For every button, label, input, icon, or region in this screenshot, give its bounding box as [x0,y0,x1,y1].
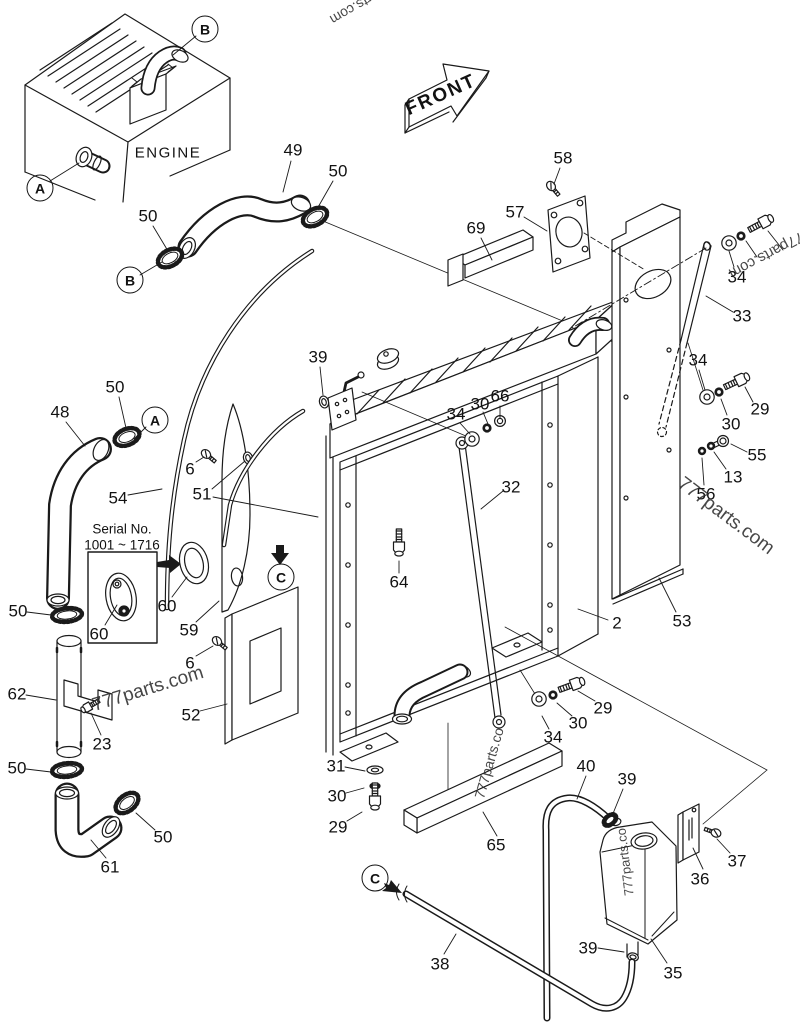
panel-52 [225,587,298,744]
bottom-section [382,627,767,1018]
hose-49-assembly [155,194,625,347]
radiator-assembly [317,300,666,811]
clamp-50-pipe62-bottom [51,762,82,779]
strap-33 [681,242,711,343]
filler-cap [375,346,400,372]
screw-6-upper [198,447,219,466]
engine-block-drawing [25,14,230,202]
bar-65 [404,743,562,833]
continuation-arrow-down [271,545,289,565]
serial-number-line1: Serial No. [92,521,152,537]
hose-38 [397,884,633,1008]
detail-arrow [157,555,181,573]
axis-lines [572,233,706,328]
front-arrow [405,64,489,133]
plate-57 [548,196,590,272]
flow-arrow-c [382,880,402,893]
bracket-36 [678,804,699,863]
panel-53 [612,204,687,604]
engine-label: ENGINE [134,144,202,162]
hardware-bottom-right [520,670,587,707]
panel-59 [222,404,255,612]
serial-number-box [88,552,181,643]
hardware-panel-right [688,343,752,456]
grommet-60 [175,539,212,587]
clamp-50-elbow61 [112,789,142,818]
hardware-stack-bottom-left [367,766,383,811]
bracket-23 [64,680,112,720]
screw-58 [544,178,563,199]
elbow-hose-61 [56,787,124,845]
screw-37 [702,824,723,840]
bar-69 [448,230,533,286]
hose-40 [546,798,609,1018]
serial-number-line2: 1001 ~ 1716 [84,537,160,553]
grommet-39 [317,394,331,410]
reservoir-tank-35 [600,817,677,963]
clamp-50-pipe62-top [51,607,82,624]
leader-lines [26,36,783,963]
hose-48 [47,425,142,606]
engine-fitting-a [73,145,103,171]
tube-54 [167,251,312,608]
